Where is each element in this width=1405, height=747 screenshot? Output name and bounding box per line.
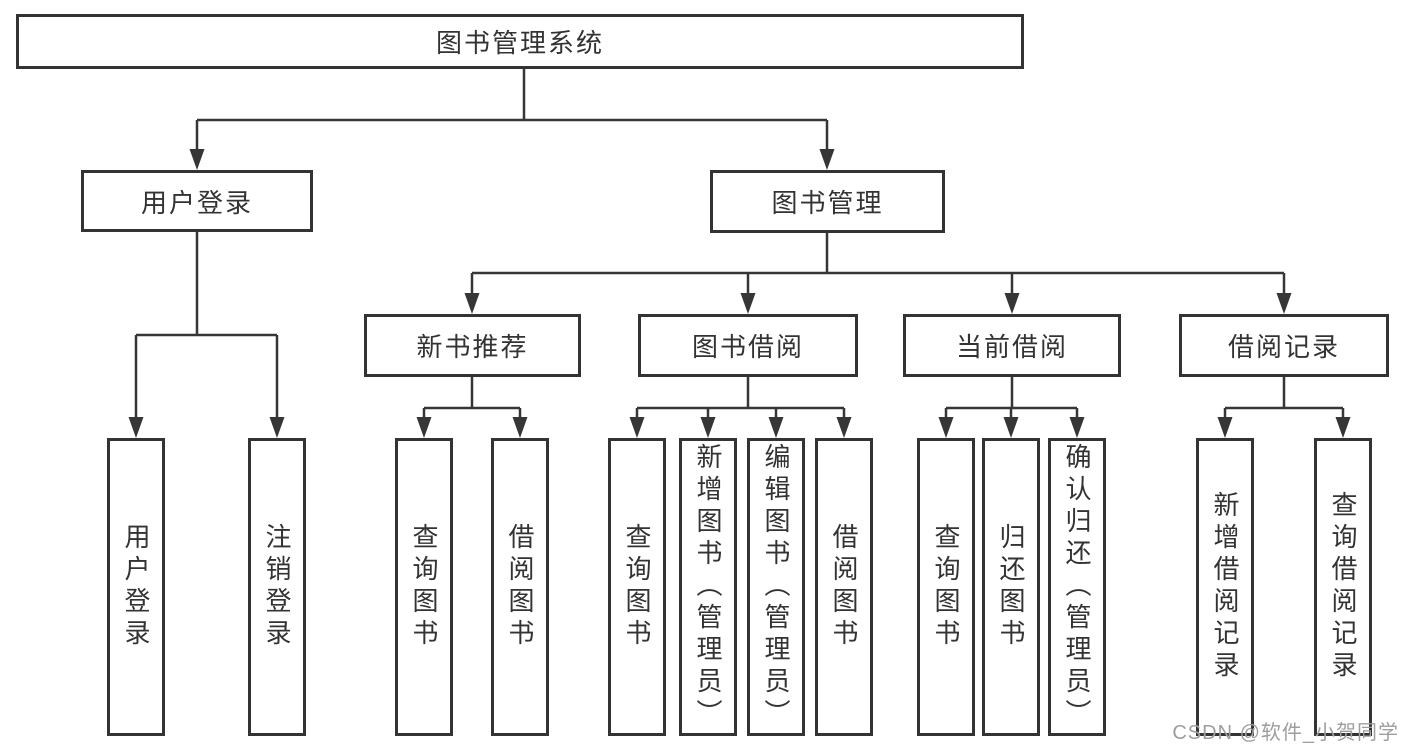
leaf-query-books-3: 查询图书 (917, 438, 975, 736)
leaf-query-books-2: 查询图书 (608, 438, 666, 736)
branch-book-management: 图书管理 (710, 170, 945, 233)
section-book-borrow: 图书借阅 (638, 314, 858, 377)
leaf-query-books-1: 查询图书 (395, 438, 453, 736)
watermark-text: CSDN @软件_小贺同学 (1172, 722, 1399, 744)
section-current-borrow: 当前借阅 (903, 314, 1121, 377)
leaf-borrow-books-1: 借阅图书 (491, 438, 549, 736)
leaf-logout: 注销登录 (248, 438, 306, 736)
leaf-query-borrow-record: 查询借阅记录 (1314, 438, 1372, 736)
leaf-confirm-return-admin: 确认归还（管理员） (1048, 438, 1106, 736)
leaf-add-borrow-record: 新增借阅记录 (1196, 438, 1254, 736)
leaf-borrow-books-2: 借阅图书 (815, 438, 873, 736)
node-root: 图书管理系统 (16, 14, 1024, 69)
leaf-edit-book-admin: 编辑图书（管理员） (747, 438, 805, 736)
leaf-add-book-admin: 新增图书（管理员） (679, 438, 737, 736)
leaf-return-books: 归还图书 (982, 438, 1040, 736)
section-new-book-recommend: 新书推荐 (364, 314, 581, 377)
leaf-user-login: 用户登录 (107, 438, 165, 736)
section-borrow-records: 借阅记录 (1179, 314, 1389, 377)
branch-user-login: 用户登录 (81, 170, 313, 232)
